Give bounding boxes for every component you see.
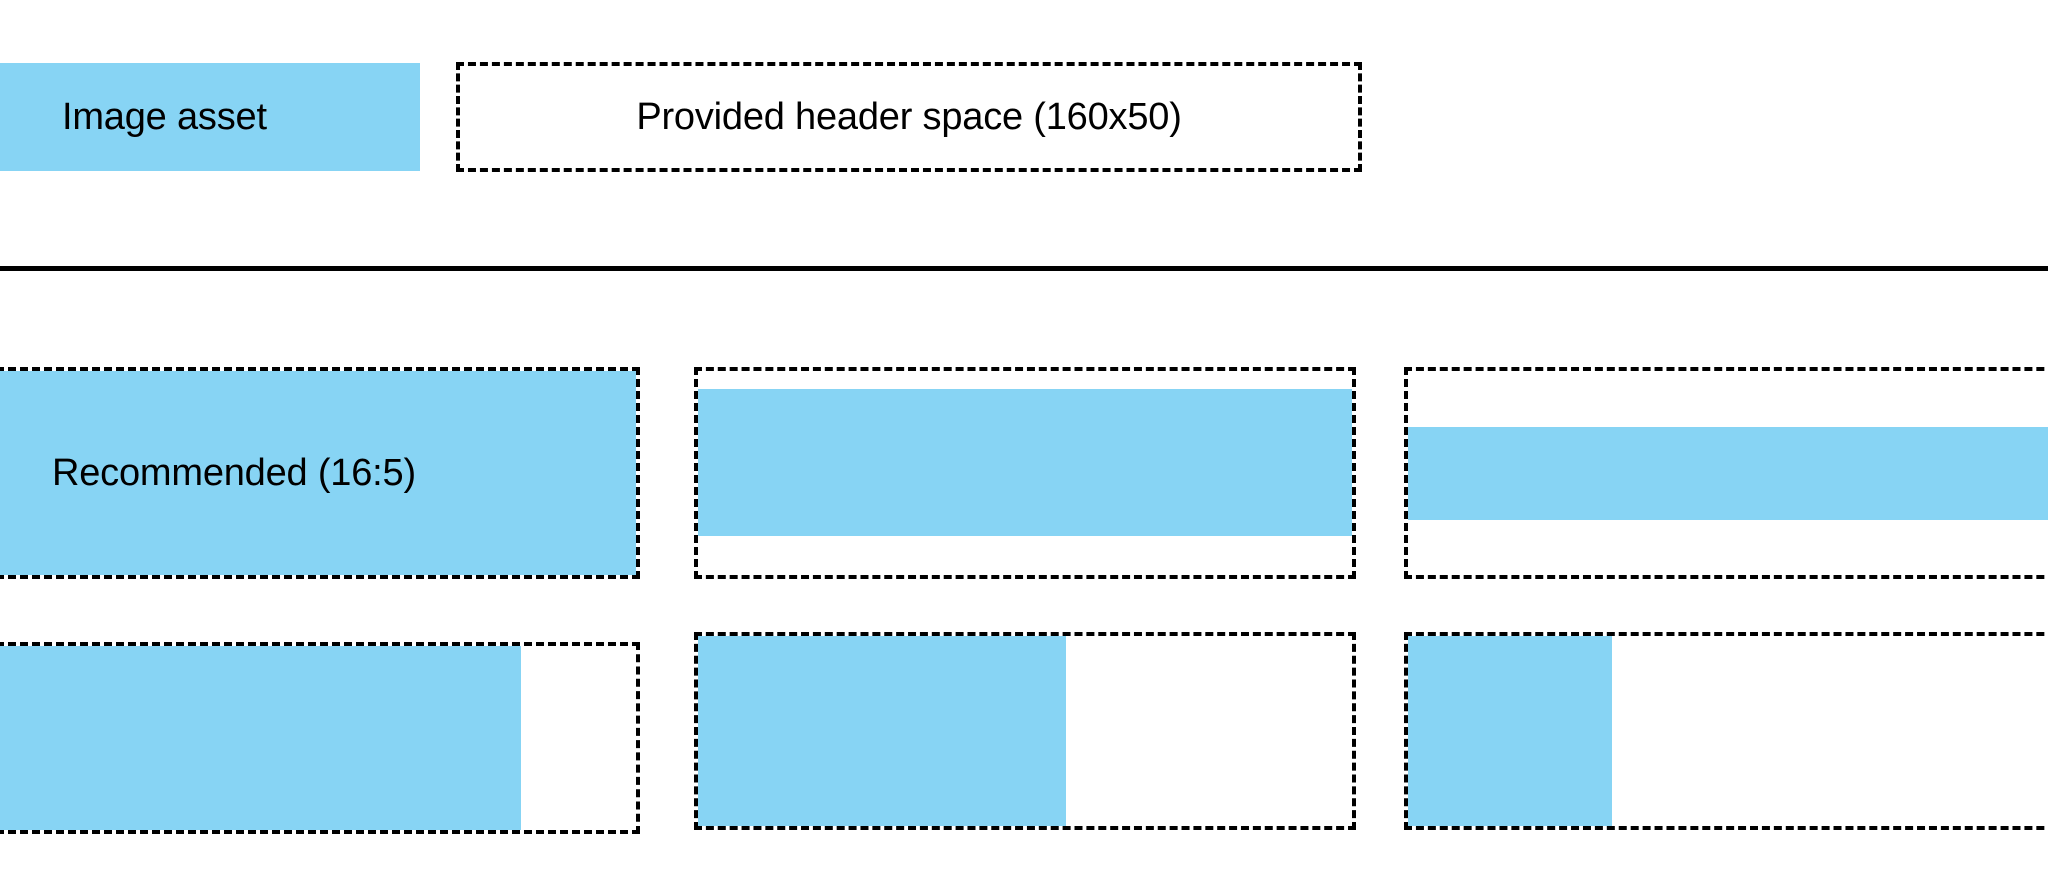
image-asset-label: Image asset (62, 96, 267, 138)
width-sample-fill (0, 646, 521, 830)
width-sample-fill (698, 636, 1066, 826)
aspect-sample-fill (698, 389, 1352, 536)
aspect-sample-narrow-band (1404, 367, 2048, 579)
provided-header-space-label: Provided header space (160x50) (636, 96, 1182, 138)
aspect-sample-fill (1408, 427, 2048, 520)
width-sample-wide (0, 642, 640, 834)
aspect-sample-wide-band (694, 367, 1356, 579)
section-divider (0, 266, 2048, 271)
width-sample-medium (694, 632, 1356, 830)
aspect-sample-recommended: Recommended (16:5) (0, 367, 640, 579)
recommended-ratio-label: Recommended (16:5) (52, 452, 416, 494)
width-sample-fill (1408, 636, 1612, 826)
provided-header-space-box: Provided header space (160x50) (456, 62, 1362, 172)
width-sample-narrow (1404, 632, 2048, 830)
image-asset-swatch: Image asset (0, 63, 420, 171)
aspect-sample-fill (0, 371, 636, 575)
